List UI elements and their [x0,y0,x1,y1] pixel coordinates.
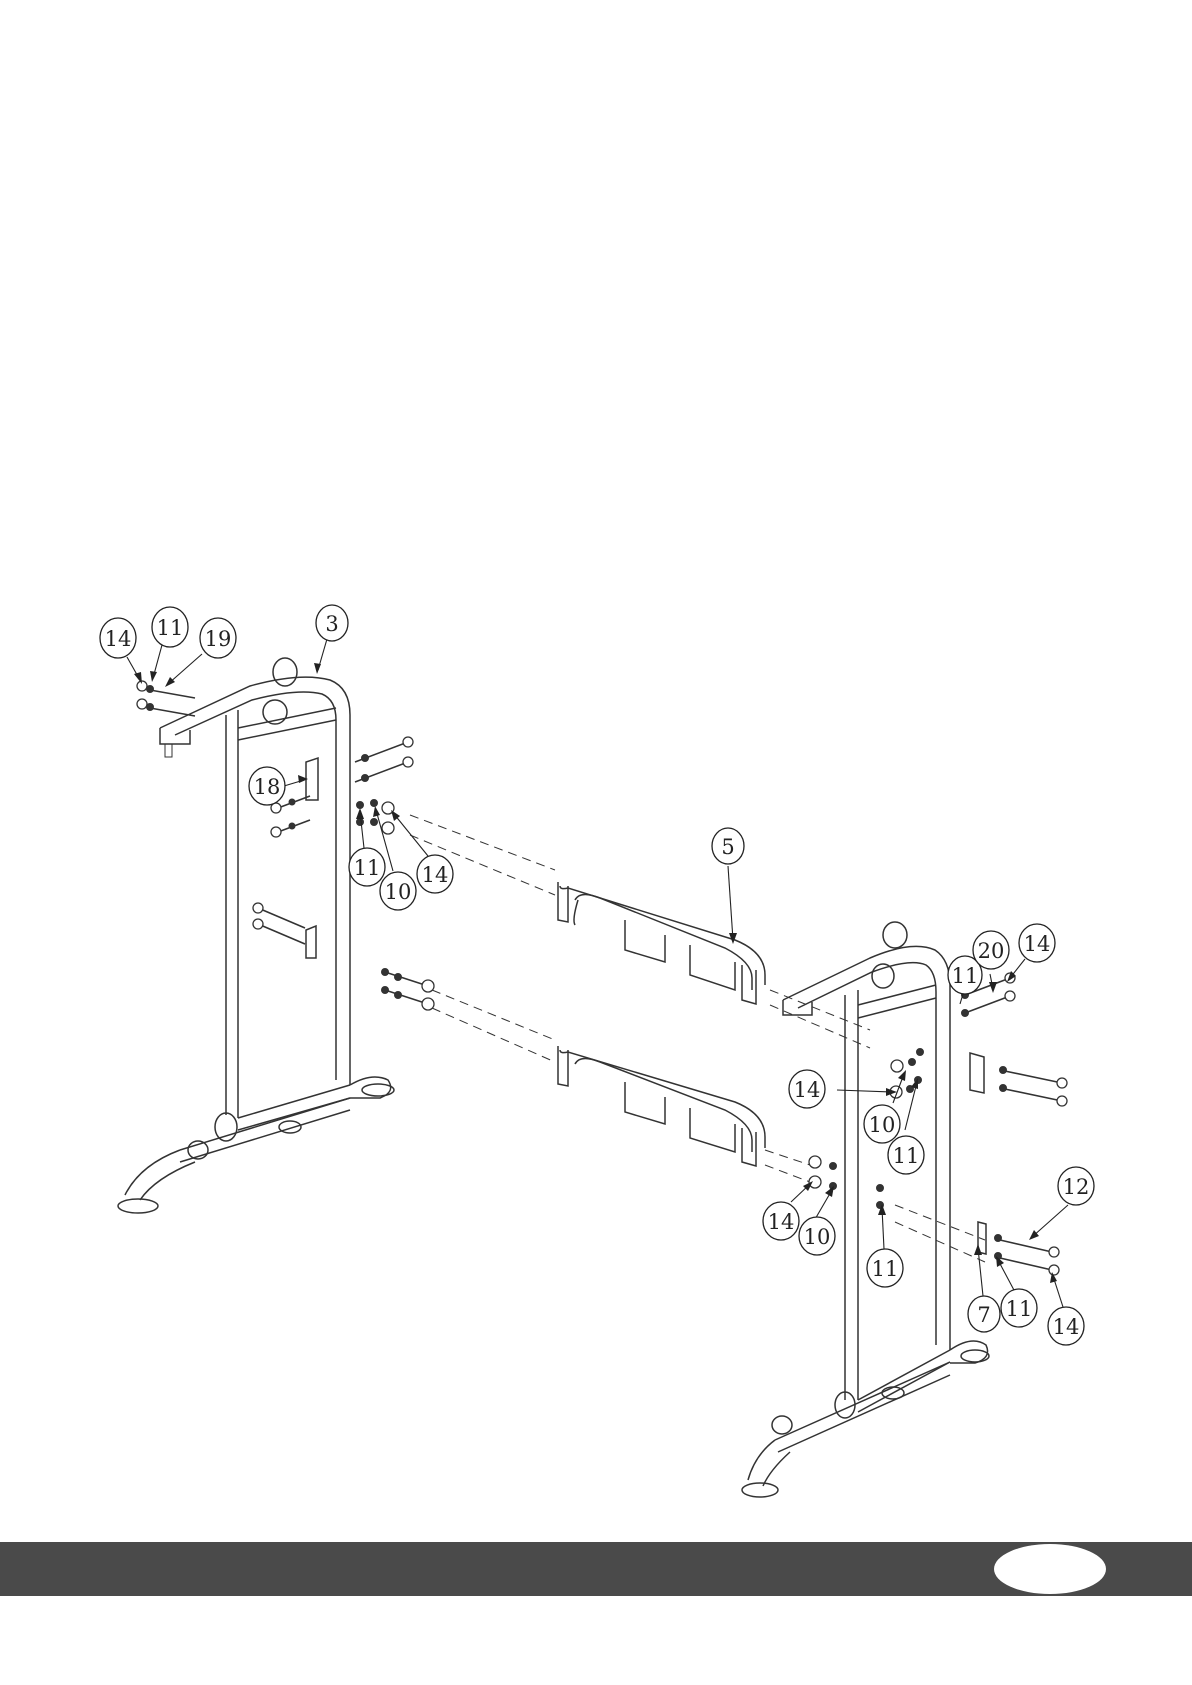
callout-label: 10 [385,880,412,904]
callout-10-a: 10 [380,872,416,910]
callout-10-c: 10 [799,1217,835,1255]
callout-10-b: 10 [864,1105,900,1143]
callout-14-f: 14 [1048,1307,1084,1345]
callout-14-d: 14 [789,1070,825,1108]
callout-label: 20 [978,939,1005,963]
left-upright-frame [118,658,394,1213]
callout-label: 10 [869,1113,896,1137]
callout-14-c: 14 [1019,924,1055,962]
callout-label: 14 [105,627,132,651]
callout-14-a: 14 [100,618,136,658]
callout-label: 11 [354,856,381,880]
callout-label: 11 [872,1257,899,1281]
leader-lines [127,639,1068,1307]
callout-19: 19 [200,618,236,658]
callout-label: 14 [794,1078,821,1102]
upper-crossbar [558,882,765,1004]
callout-11-f: 11 [1001,1289,1037,1327]
callout-14-b: 14 [417,855,453,893]
alignment-lines [410,815,985,1262]
callout-label: 3 [325,612,338,636]
callout-label: 14 [422,863,449,887]
callout-11-a: 11 [152,607,188,647]
callout-3: 3 [316,605,348,641]
callout-20: 20 [973,931,1009,969]
callout-label: 14 [1053,1315,1080,1339]
callout-label: 5 [721,835,734,859]
callout-11-e: 11 [867,1249,903,1287]
right-frame-hardware [809,973,1067,1275]
callout-label: 11 [1006,1297,1033,1321]
callout-label: 10 [804,1225,831,1249]
callout-label: 18 [254,775,281,799]
callout-label: 19 [205,627,232,651]
page-number-badge [994,1544,1106,1594]
callout-18: 18 [249,767,285,805]
callout-12: 12 [1058,1167,1094,1205]
callout-label: 11 [157,616,184,640]
callout-label: 12 [1063,1175,1090,1199]
lower-crossbar [558,1046,765,1166]
callout-label: 11 [952,964,979,988]
callout-11-b: 11 [349,848,385,886]
callout-11-d: 11 [888,1136,924,1174]
callout-label: 14 [768,1210,795,1234]
callout-5: 5 [712,828,744,864]
callout-label: 11 [893,1144,920,1168]
callout-label: 7 [977,1303,990,1327]
callout-14-e: 14 [763,1202,799,1240]
callout-7: 7 [968,1296,1000,1332]
callout-label: 14 [1024,932,1051,956]
